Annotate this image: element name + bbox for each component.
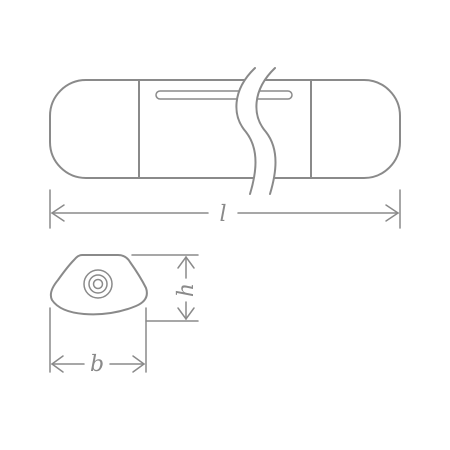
cross-section-view (49, 254, 148, 316)
lens-inner-ring (92, 278, 104, 290)
arrowhead-up-icon (177, 255, 195, 269)
break-gap (236, 68, 276, 194)
width-label: b (90, 352, 104, 377)
width-dimension: b (49, 307, 147, 377)
luminaire-body-outline (49, 79, 401, 179)
side-view (49, 67, 401, 195)
break-mark-right (255, 67, 277, 195)
arrowhead-right-small-icon (132, 355, 146, 373)
lens-outer-ring (83, 269, 113, 299)
arrowhead-left-small-icon (50, 355, 64, 373)
light-slot (155, 90, 293, 100)
length-label: l (219, 202, 226, 227)
arrowhead-right-icon (385, 204, 400, 222)
length-dimension: l (49, 189, 401, 229)
height-dimension: h (131, 254, 199, 322)
arrowhead-down-icon (177, 307, 195, 321)
cross-section-outline (49, 254, 148, 316)
arrowhead-left-icon (50, 204, 65, 222)
lens-middle-ring (88, 274, 108, 294)
break-mark-left (235, 67, 257, 195)
height-label: h (174, 283, 199, 297)
